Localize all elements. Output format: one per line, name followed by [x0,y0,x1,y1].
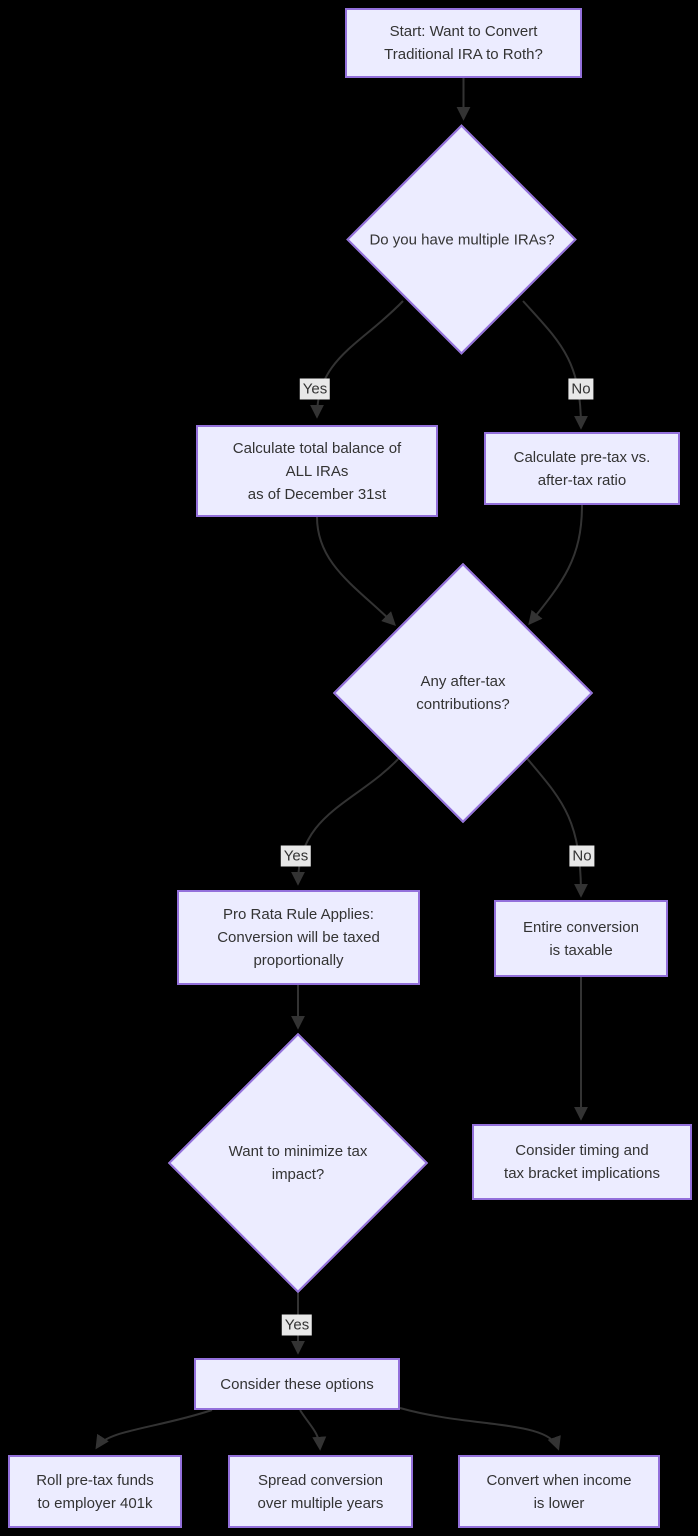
node-calc-total-balance: Calculate total balance of ALL IRAs as o… [196,425,438,517]
node-timing-brackets: Consider timing and tax bracket implicat… [472,1124,692,1200]
node-spread-years: Spread conversion over multiple years [228,1455,413,1528]
decision-after-tax-label: Any after-tax contributions? [416,673,510,713]
node-convert-lower-income: Convert when income is lower [458,1455,660,1528]
edge-options-to-spread [299,1409,327,1451]
edge-label-yes-3: Yes [281,1314,313,1336]
node-consider-options: Consider these options [194,1358,400,1410]
decision-minimize-tax-label: Want to minimize tax impact? [228,1143,368,1183]
edge-label-no-1: No [568,378,594,400]
node-entire-taxable: Entire conversion is taxable [494,900,668,977]
decision-multiple-iras-label: Do you have multiple IRAs? [369,231,555,249]
edge-options-to-roll401k [95,1409,213,1450]
edge-label-no-2: No [569,845,595,867]
edge-label-yes-1: Yes [299,378,331,400]
edge-after-tax-no [524,755,588,898]
edge-ratio-to-after-tax [528,504,583,626]
node-roll-401k: Roll pre-tax funds to employer 401k [8,1455,182,1528]
node-start: Start: Want to Convert Traditional IRA t… [345,8,582,78]
node-pro-rata: Pro Rata Rule Applies: Conversion will b… [177,890,420,985]
edge-options-to-convert [399,1407,561,1451]
edge-multiple-iras-no [522,300,588,430]
edge-after-tax-yes [291,755,402,886]
edge-label-yes-2: Yes [280,845,312,867]
edge-balance-to-after-tax [316,516,396,626]
node-calc-ratio: Calculate pre-tax vs. after-tax ratio [484,432,680,505]
